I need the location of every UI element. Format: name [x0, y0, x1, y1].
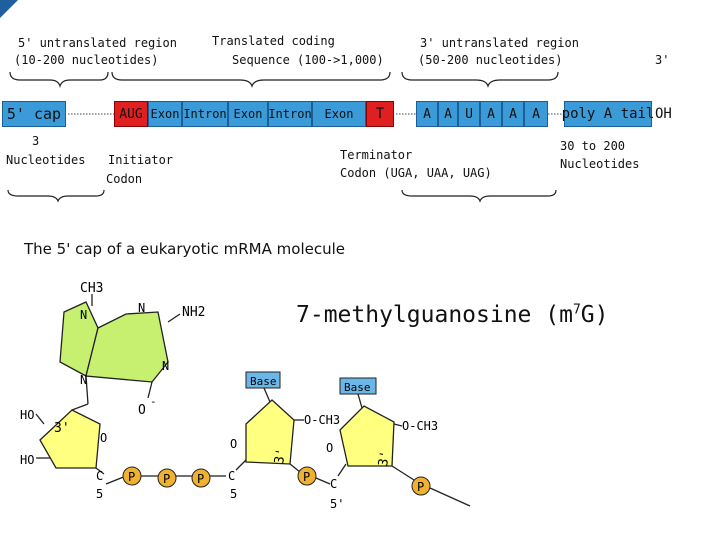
utr3-label-line1: 3' untranslated region — [420, 36, 579, 50]
slide-corner-accent — [0, 0, 18, 18]
n-atom-label: N — [138, 301, 145, 315]
terminator-note-line1: Terminator — [340, 148, 413, 162]
ho-label: HO — [20, 453, 34, 467]
o-ch3-label: O-CH3 — [402, 419, 438, 433]
bracket-lines — [7, 71, 564, 203]
three-prime-label: 3' — [54, 421, 70, 436]
nucleotide-box: A — [416, 101, 438, 127]
five-prime-cap-box: 5' cap — [2, 101, 66, 127]
three-prime-label: 3' — [272, 447, 289, 465]
phosphate-label: P — [163, 472, 170, 486]
n-atom-label: N — [80, 308, 87, 322]
methylguanosine-label: 7-methylguanosine (m7G) — [296, 302, 608, 328]
base-label: Base — [250, 375, 277, 388]
exon-segment: Exon — [228, 101, 268, 127]
o-ch3-label: O-CH3 — [304, 413, 340, 427]
oh-end-label: OH — [655, 106, 672, 122]
methylguanosine-text: 7-methylguanosine (m — [296, 302, 573, 328]
phosphate-label: P — [128, 470, 135, 484]
coding-label-line2: Sequence (100->1,000) — [232, 53, 384, 67]
ring-oxygen-label: O — [230, 437, 237, 451]
exon-segment: Exon — [312, 101, 366, 127]
terminator-codon-box: T — [366, 101, 394, 127]
utr5-label-line1: 5' untranslated region — [18, 36, 177, 50]
pyrimidine-ring — [85, 311, 169, 383]
poly-a-tail-box: poly A tail — [562, 101, 654, 127]
utr3-label-line2: (50-200 nucleotides) — [418, 53, 563, 67]
n-atom-label: N — [80, 373, 87, 387]
phosphate-icon — [122, 466, 142, 486]
minus-sign: - — [150, 395, 157, 408]
phosphate-label: P — [417, 480, 424, 494]
exon-segment: Exon — [148, 101, 182, 127]
five-label: 5 — [96, 487, 103, 501]
nucleotide-box: A — [438, 101, 458, 127]
methylguanosine-text-end: G) — [580, 302, 609, 328]
nucleotide-box: A — [524, 101, 548, 127]
ribose-ring-1 — [39, 409, 101, 469]
methylguanosine-superscript: 7 — [572, 302, 581, 318]
phosphate-icon — [297, 466, 317, 486]
coding-label-line1: Translated coding — [212, 34, 335, 48]
initiator-note-line1: Initiator — [108, 153, 174, 167]
intron-segment: Intron — [268, 101, 312, 127]
phosphate-icon — [411, 476, 431, 496]
cap-structure-title: The 5' cap of a eukaryotic mRMA molecule — [24, 240, 345, 258]
ring-oxygen-label: O — [100, 431, 107, 445]
three-prime-end-label: 3' — [655, 53, 670, 67]
terminator-note-line2: Codon (UGA, UAA, UAG) — [340, 166, 492, 180]
five-prime-label: 5' — [330, 497, 344, 511]
c5-label: C — [330, 477, 337, 491]
poly-a-note-line2: Nucleotides — [560, 157, 640, 171]
cap-note-line1: 3 — [32, 134, 40, 148]
aug-start-codon-box: AUG — [114, 101, 148, 127]
ribose-ring-2 — [245, 399, 295, 465]
intron-segment: Intron — [182, 101, 228, 127]
ch3-top-label: CH3 — [80, 281, 103, 296]
nucleotide-box: A — [502, 101, 524, 127]
base-box — [245, 371, 281, 389]
ribose-ring-3 — [339, 405, 395, 467]
cap-note-line2: Nucleotides — [6, 153, 86, 167]
base-label: Base — [344, 381, 371, 394]
three-prime-label: 3' — [376, 450, 393, 468]
phosphate-icon — [157, 468, 177, 488]
phosphate-label: P — [197, 472, 204, 486]
c5-label: C — [96, 469, 103, 483]
phosphate-icon — [191, 468, 211, 488]
mrna-structure-diagram: 5' untranslated region (10-200 nucleotid… — [0, 0, 720, 205]
o-minus-label: O — [138, 403, 146, 418]
poly-a-note-line1: 30 to 200 — [560, 139, 626, 153]
ring-oxygen-label: O — [326, 441, 333, 455]
five-label: 5 — [230, 487, 237, 501]
nh2-label: NH2 — [182, 305, 205, 320]
cap-chemical-structure: CH3 N N NH2 N N O - HO HO 3' O C 5 P P P… — [20, 281, 471, 511]
phosphate-label: P — [303, 470, 310, 484]
initiator-note-line2: Codon — [106, 172, 143, 186]
n-atom-label: N — [162, 359, 169, 373]
utr5-label-line2: (10-200 nucleotides) — [14, 53, 159, 67]
nucleotide-box: U — [458, 101, 480, 127]
ho-label: HO — [20, 408, 34, 422]
c5-label: C — [228, 469, 235, 483]
nucleotide-box: A — [480, 101, 502, 127]
